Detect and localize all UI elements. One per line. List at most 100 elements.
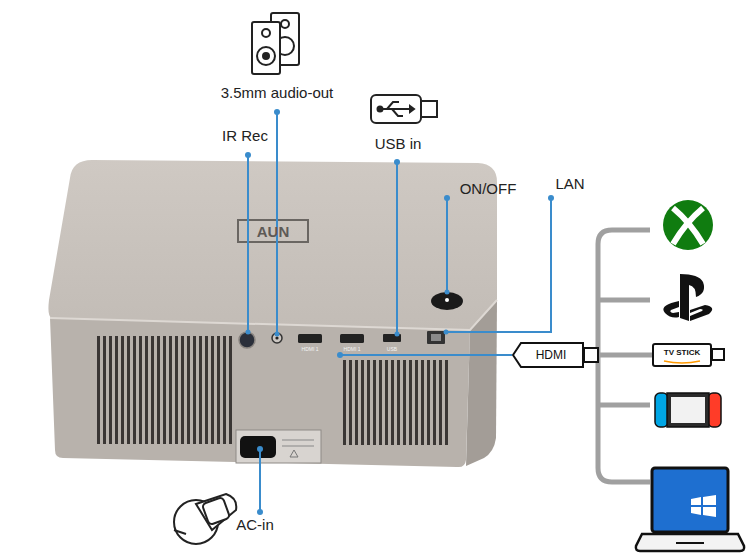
warning-mark — [290, 450, 298, 457]
node-text: HDMI — [536, 349, 567, 361]
speaker-woofer — [257, 47, 275, 65]
lan-port-inner — [431, 334, 441, 341]
joycon-left — [655, 393, 668, 427]
projector-front — [50, 318, 470, 467]
projector-side — [466, 300, 497, 466]
leader-dot — [246, 330, 251, 335]
port-marking: USB — [387, 347, 397, 352]
usb-symbol — [380, 108, 410, 110]
vent-grille — [96, 336, 234, 444]
leader-dot — [257, 446, 263, 452]
stick-smile — [664, 361, 700, 363]
port-callout: IR Rec — [222, 128, 268, 143]
ir-receiver — [239, 332, 255, 348]
port-callout: 3.5mm audio-out — [221, 85, 334, 100]
leader-dot — [548, 195, 554, 201]
node-text: TV STICK — [664, 349, 700, 357]
leader-line — [247, 155, 249, 332]
joycon-right — [708, 393, 721, 427]
hdmi-port — [298, 334, 322, 343]
leader-dot — [245, 152, 251, 158]
plug-head — [202, 497, 230, 525]
switch-body — [667, 393, 709, 427]
audio-jack-hole — [275, 336, 278, 339]
power-button — [431, 292, 463, 310]
leader-line — [446, 198, 448, 292]
rating-mark — [282, 446, 314, 447]
leader-dot — [445, 290, 450, 295]
leader-line — [276, 112, 278, 334]
usb-symbol — [410, 106, 414, 112]
ps-s — [663, 301, 679, 318]
laptop-icon — [636, 468, 744, 551]
windows-logo — [691, 495, 716, 517]
hdmi-port — [340, 334, 364, 343]
projector-edge — [50, 300, 497, 330]
port-marking: HDMI 1 — [302, 347, 319, 352]
stick-tip — [712, 349, 724, 360]
rating-mark — [282, 440, 314, 441]
hdmi-cable — [340, 354, 512, 356]
usb-plug — [421, 101, 437, 117]
leader-dot — [394, 159, 400, 165]
vent-grille — [342, 360, 450, 445]
speaker-cone — [263, 53, 269, 59]
ac-socket — [240, 436, 276, 458]
brand-logo: AUN — [257, 224, 290, 239]
port-panel — [236, 292, 463, 463]
speaker-icon — [252, 13, 299, 74]
ac-panel — [236, 430, 321, 463]
speaker-tweeter — [262, 29, 270, 37]
leader-line — [396, 162, 398, 334]
usb-symbol — [392, 109, 403, 116]
speaker-tweeter — [281, 20, 289, 28]
projector-body — [48, 160, 497, 467]
plug-pin — [174, 530, 186, 534]
leader-line — [259, 449, 261, 512]
leader-dot — [444, 195, 450, 201]
usb-icon — [371, 95, 437, 123]
plug-tip — [584, 348, 598, 362]
laptop-screen — [652, 468, 728, 532]
port-callout: ON/OFF — [460, 181, 517, 196]
projector-top — [48, 160, 497, 330]
lan-port — [427, 331, 445, 344]
port-marking: HDMI 1 — [344, 347, 361, 352]
leader-dot — [257, 509, 263, 515]
leader-lines — [248, 112, 551, 512]
stick-outline — [653, 344, 711, 366]
cable-plug: HDMI — [512, 342, 584, 368]
tv-stick: TV STICK — [652, 343, 712, 367]
xbox-logo — [663, 200, 713, 250]
leader-dot — [337, 352, 343, 358]
xbox-x — [673, 208, 703, 244]
port-callout: LAN — [555, 176, 584, 191]
plug-icon — [174, 494, 236, 544]
switch-console — [655, 393, 721, 427]
usb-body — [371, 95, 421, 123]
xbox-circle — [663, 200, 713, 250]
plug-body — [196, 494, 236, 530]
leader-dot — [275, 332, 280, 337]
laptop-touchpad — [676, 542, 704, 544]
leader-dot — [444, 330, 449, 335]
leader-dot — [395, 332, 400, 337]
ps-s — [690, 305, 712, 321]
speaker-front — [252, 22, 280, 74]
switch-screen — [671, 397, 705, 423]
leader-dots — [245, 109, 554, 515]
port-callout: USB in — [375, 136, 422, 151]
port-callout: AC-in — [236, 517, 274, 532]
usb-symbol — [387, 102, 399, 109]
leader-line — [446, 198, 551, 332]
playstation-logo — [663, 274, 712, 321]
laptop-base — [636, 534, 744, 551]
power-led — [445, 298, 449, 302]
leader-dot — [274, 109, 280, 115]
device-bracket — [598, 230, 650, 482]
usb-symbol — [378, 107, 383, 112]
